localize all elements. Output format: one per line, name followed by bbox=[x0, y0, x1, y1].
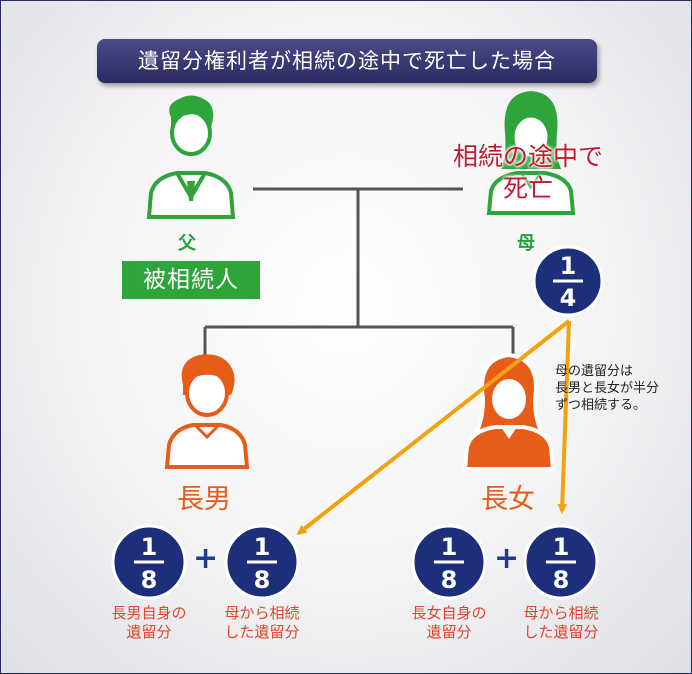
son-inherited-denominator: 8 bbox=[254, 566, 271, 594]
caption-line1: 母から相続 bbox=[523, 604, 599, 622]
mother-death-note: 相続の途中で 死亡 bbox=[433, 141, 623, 205]
death-note-line1: 相続の途中で bbox=[452, 142, 603, 171]
daughter-inherited-numerator: 1 bbox=[553, 533, 570, 561]
father-label: 父 bbox=[178, 233, 196, 254]
family-connectors bbox=[203, 187, 515, 356]
man-icon bbox=[164, 354, 250, 469]
arrow-to-daughter bbox=[557, 320, 571, 514]
caption-line1: 長男自身の bbox=[111, 604, 187, 622]
caption-line2: 遺留分 bbox=[126, 623, 172, 641]
caption-line1: 長女自身の bbox=[411, 604, 487, 622]
arrow-to-son bbox=[296, 319, 571, 535]
mother-label: 母 bbox=[517, 233, 535, 254]
daughter-inherited-caption: 母から相続 した遺留分 bbox=[506, 604, 616, 642]
note-line2: 長男と長女が半分 bbox=[555, 381, 660, 396]
inheritance-note: 母の遺留分は 長男と長女が半分 ずつ相続する。 bbox=[555, 363, 685, 414]
daughter-label: 長女 bbox=[481, 484, 535, 515]
plus-sign-son: + bbox=[193, 541, 219, 576]
caption-line2: した遺留分 bbox=[224, 623, 300, 641]
note-line3: ずつ相続する。 bbox=[555, 398, 647, 413]
mother-share-numerator: 1 bbox=[560, 252, 577, 280]
son-own-caption: 長男自身の 遺留分 bbox=[94, 604, 204, 642]
son-inherited-caption: 母から相続 した遺留分 bbox=[207, 604, 317, 642]
death-note-line2: 死亡 bbox=[502, 174, 553, 203]
daughter-inherited-denominator: 8 bbox=[553, 566, 570, 594]
inheritance-arrows bbox=[296, 319, 571, 535]
daughter-own-denominator: 8 bbox=[441, 566, 458, 594]
decedent-badge: 被相続人 bbox=[122, 261, 260, 299]
woman-icon bbox=[486, 91, 576, 215]
son-own-denominator: 8 bbox=[141, 566, 158, 594]
fraction-numbers: 1 4 1 8 1 8 1 8 1 8 bbox=[141, 252, 577, 594]
man-icon bbox=[146, 95, 236, 219]
mother-share-denominator: 4 bbox=[560, 284, 577, 312]
caption-line2: 遺留分 bbox=[426, 623, 472, 641]
plus-sign-daughter: + bbox=[494, 541, 520, 576]
note-line1: 母の遺留分は bbox=[555, 364, 634, 379]
woman-icon bbox=[462, 352, 556, 471]
caption-line2: した遺留分 bbox=[523, 623, 599, 641]
fraction-bars bbox=[134, 279, 583, 564]
son-label: 長男 bbox=[177, 484, 231, 515]
caption-line1: 母から相続 bbox=[224, 604, 300, 622]
diagram-title: 遺留分権利者が相続の途中で死亡した場合 bbox=[97, 39, 597, 83]
son-own-numerator: 1 bbox=[141, 533, 158, 561]
son-inherited-numerator: 1 bbox=[254, 533, 271, 561]
daughter-own-caption: 長女自身の 遺留分 bbox=[394, 604, 504, 642]
daughter-own-numerator: 1 bbox=[441, 533, 458, 561]
